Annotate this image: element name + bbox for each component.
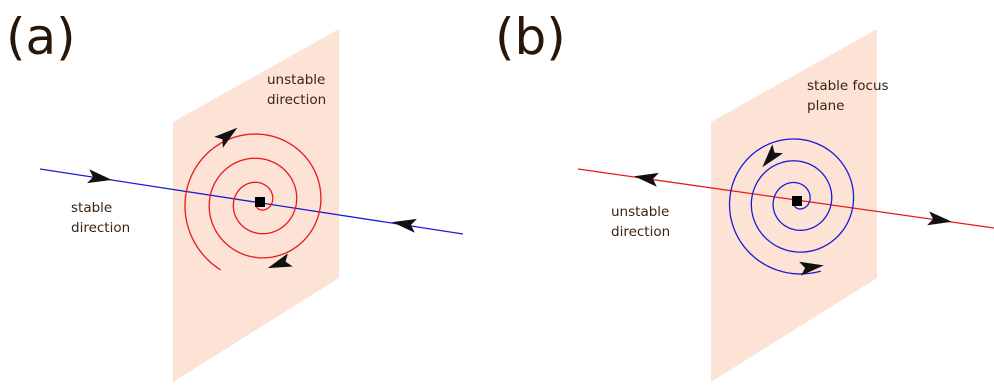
- panel-b-arrowhead-axis-right: [927, 211, 952, 226]
- panel-a-arrowhead-spiral-top: [214, 127, 238, 148]
- panel-b-spiral: [728, 138, 855, 275]
- panel-a-arrowhead-axis-left: [87, 169, 112, 184]
- panel-a-axis-annotation-line2: direction: [71, 220, 130, 236]
- panel-b-arrowhead-axis-left: [634, 172, 659, 187]
- panel-a-axis-annotation-line1: stable: [71, 200, 112, 216]
- panel-b-label: (b): [495, 8, 566, 66]
- panel-b-axis-annotation-line1: unstable: [611, 204, 669, 220]
- panel-a-fixed-point: [255, 197, 265, 207]
- panel-a-label: (a): [6, 8, 76, 66]
- panel-b-arrowhead-spiral-bottom: [799, 261, 824, 276]
- panel-b-plane-annotation-line1: stable focus: [807, 78, 889, 94]
- panel-a-plane-annotation-line2: direction: [267, 92, 326, 108]
- panel-a-plane-annotation-line1: unstable: [267, 72, 325, 88]
- panel-a: (a) unstable direction stable direction: [6, 8, 464, 382]
- panel-b: (b) stable focus plane unstable directio…: [495, 8, 994, 382]
- panel-a-spiral: [184, 133, 322, 271]
- panel-a-arrowhead-spiral-bottom: [267, 253, 293, 269]
- panel-b-arrowhead-spiral-inner: [762, 144, 784, 168]
- panel-b-plane-annotation-line2: plane: [807, 98, 844, 114]
- panel-b-fixed-point: [792, 196, 802, 206]
- panel-b-axis-annotation-line2: direction: [611, 224, 670, 240]
- panel-a-arrowhead-axis-right: [392, 218, 417, 233]
